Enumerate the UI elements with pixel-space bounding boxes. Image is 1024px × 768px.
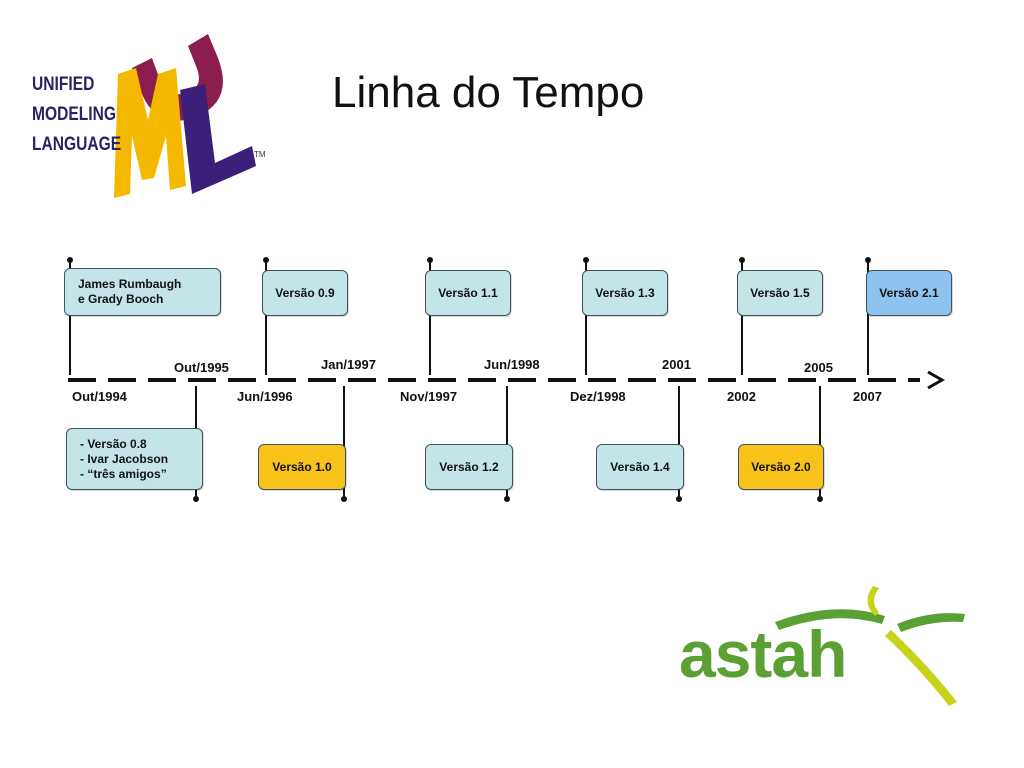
event-box-label: Versão 0.9 (275, 286, 335, 300)
date-above-label: Out/1995 (174, 360, 229, 375)
uml-logo-line2: MODELING (32, 104, 116, 125)
event-box-label: Versão 2.1 (879, 286, 939, 300)
date-below-label: Nov/1997 (400, 389, 458, 404)
event-box-versao-1-4: Versão 1.4 (596, 444, 684, 490)
date-above-label: Jan/1997 (321, 357, 376, 372)
event-box-versao-1-5: Versão 1.5 (737, 270, 823, 316)
event-box-label: Versão 1.0 (272, 460, 332, 474)
event-box-versao-0-9: Versão 0.9 (262, 270, 348, 316)
uml-logo-line3: LANGUAGE (32, 134, 122, 155)
event-box-label: Versão 1.5 (750, 286, 810, 300)
uml-logo: UNIFIED MODELING LANGUAGE TM (20, 28, 275, 203)
date-below-label: 2007 (853, 389, 882, 404)
event-box-line: - Ivar Jacobson (80, 451, 169, 466)
date-above-label: Jun/1998 (484, 357, 540, 372)
trademark-mark: TM (254, 150, 266, 159)
event-box-versao-1-0: Versão 1.0 (258, 444, 346, 490)
date-below-label: Jun/1996 (237, 389, 293, 404)
timeline-arrowhead (927, 370, 946, 390)
astah-logo: astah (675, 580, 975, 710)
date-below-label: Out/1994 (72, 389, 127, 404)
event-box-versao-2-1: Versão 2.1 (866, 270, 952, 316)
astah-wordmark: astah (679, 617, 847, 691)
event-box-line: e Grady Booch (78, 292, 164, 306)
event-box-versao-1-1: Versão 1.1 (425, 270, 511, 316)
event-box-rumbaugh-booch: James Rumbaugh e Grady Booch (64, 268, 221, 316)
event-box-versao-0-8: - Versão 0.8 - Ivar Jacobson - “três ami… (66, 428, 203, 490)
event-box-line: James Rumbaugh (78, 277, 182, 291)
date-above-label: 2005 (804, 360, 833, 375)
event-box-label: Versão 1.1 (438, 286, 498, 300)
astah-swoosh-graphic (775, 586, 965, 706)
event-box-line: - “três amigos” (80, 466, 167, 481)
event-box-label: Versão 1.4 (610, 460, 670, 474)
uml-letters-graphic (114, 34, 256, 198)
date-below-label: 2002 (727, 389, 756, 404)
event-box-label: Versão 1.3 (595, 286, 655, 300)
event-box-versao-1-2: Versão 1.2 (425, 444, 513, 490)
slide-title: Linha do Tempo (332, 68, 645, 117)
event-box-versao-1-3: Versão 1.3 (582, 270, 668, 316)
date-above-label: 2001 (662, 357, 691, 372)
event-box-versao-2-0: Versão 2.0 (738, 444, 824, 490)
event-box-label: Versão 1.2 (439, 460, 499, 474)
event-box-label: Versão 2.0 (751, 460, 811, 474)
event-box-line: - Versão 0.8 (80, 436, 147, 451)
uml-logo-line1: UNIFIED (32, 74, 95, 95)
date-below-label: Dez/1998 (570, 389, 626, 404)
